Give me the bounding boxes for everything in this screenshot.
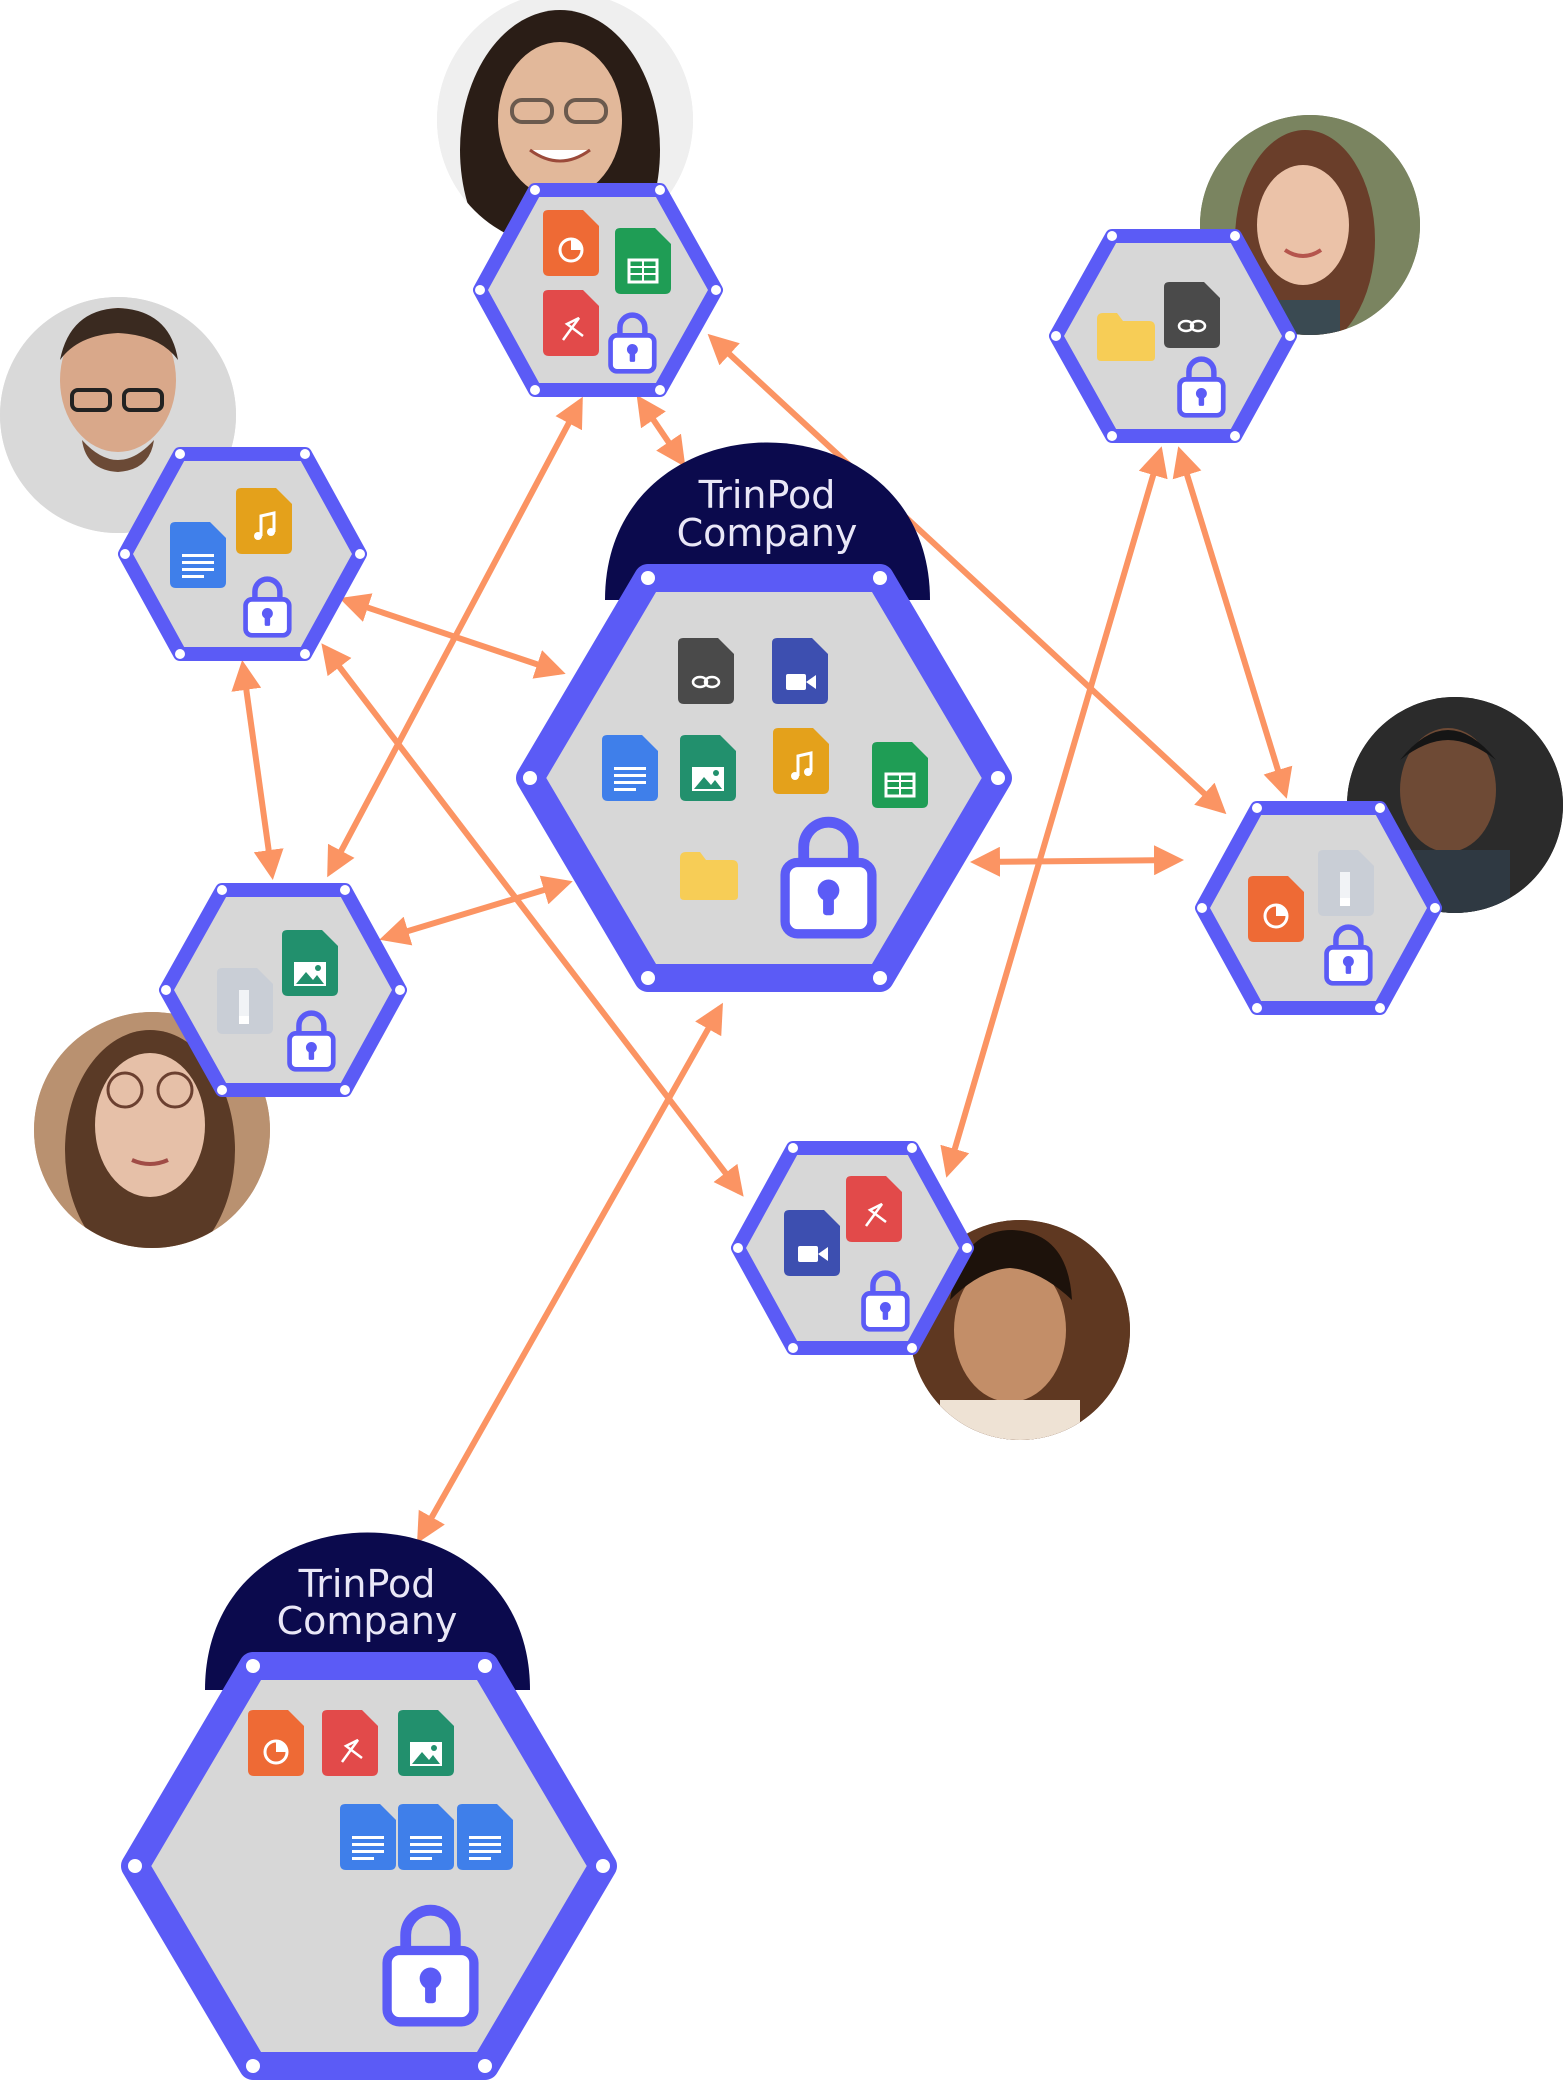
main-pod-files: [602, 638, 928, 900]
slides-file-icon: [543, 210, 599, 276]
folder-icon: [1097, 313, 1155, 361]
arrow-top-to-main: [636, 395, 686, 467]
user-node-right[interactable]: [1195, 697, 1563, 1015]
user-node-upper-right[interactable]: [1049, 115, 1420, 443]
slides-file-icon: [1248, 876, 1304, 942]
main-pod-vertex-dots: [523, 571, 1005, 985]
connection-arrows: [231, 333, 1293, 1544]
arrow-main-to-secondary: [417, 1002, 723, 1544]
arrow-upperright-to-right: [1172, 446, 1293, 799]
audio-file-icon: [236, 488, 292, 554]
image-file-icon: [680, 735, 736, 801]
slides-file-icon: [248, 1710, 304, 1776]
main-pod[interactable]: TrinPod Company: [516, 442, 1012, 992]
folder-icon: [680, 852, 738, 900]
arrow-upperleft-to-left: [231, 660, 284, 880]
secondary-pod-files: [248, 1710, 513, 1870]
docs-file-icon: [340, 1804, 396, 1870]
archive-file-icon: [1318, 850, 1374, 916]
boy-avatar: [910, 1220, 1130, 1440]
docs-file-icon: [398, 1804, 454, 1870]
main-pod-name-line1: TrinPod: [698, 473, 836, 517]
arrow-upperright-to-bottomcenter: [940, 446, 1168, 1178]
user-top-vertex-dots: [475, 185, 721, 395]
main-pod-dome: [605, 442, 930, 600]
video-file-icon: [772, 638, 828, 704]
link-file-icon: [1164, 282, 1220, 348]
woman-with-round-glasses-avatar: [34, 1012, 270, 1248]
user-upper-left-vertex-dots: [120, 449, 365, 659]
secondary-pod-vertex-dots: [128, 1659, 610, 2073]
user-node-upper-left[interactable]: [0, 297, 367, 661]
secondary-pod-name-line1: TrinPod: [298, 1562, 436, 1606]
image-file-icon: [282, 930, 338, 996]
pdf-file-icon: [846, 1176, 902, 1242]
link-file-icon: [678, 638, 734, 704]
user-bottom-center-vertex-dots: [733, 1143, 972, 1353]
sheets-file-icon: [615, 228, 671, 294]
user-upper-right-vertex-dots: [1051, 231, 1295, 441]
user-top-hexagon: [473, 183, 723, 397]
docs-file-icon: [457, 1804, 513, 1870]
arrow-left-to-main: [379, 875, 573, 946]
user-node-left[interactable]: [34, 883, 407, 1270]
archive-file-icon: [217, 968, 273, 1034]
docs-file-icon: [602, 735, 658, 801]
arrow-main-to-right: [970, 845, 1184, 877]
video-file-icon: [784, 1210, 840, 1276]
docs-file-icon: [170, 522, 226, 588]
user-node-bottom-center[interactable]: [731, 1141, 1130, 1450]
secondary-pod-dome: [205, 1532, 530, 1690]
arrow-upperleft-to-main: [339, 593, 566, 679]
user-right-vertex-dots: [1197, 803, 1440, 1013]
secondary-pod[interactable]: TrinPod Company: [121, 1532, 617, 2080]
sheets-file-icon: [872, 742, 928, 808]
user-left-vertex-dots: [161, 885, 405, 1095]
audio-file-icon: [773, 728, 829, 794]
secondary-pod-name-line2: Company: [277, 1599, 458, 1643]
main-pod-name-line2: Company: [677, 511, 858, 555]
pdf-file-icon: [543, 290, 599, 356]
woman-avatar: [1200, 115, 1420, 335]
pdf-file-icon: [322, 1710, 378, 1776]
user-node-top[interactable]: [437, 0, 723, 397]
image-file-icon: [398, 1710, 454, 1776]
